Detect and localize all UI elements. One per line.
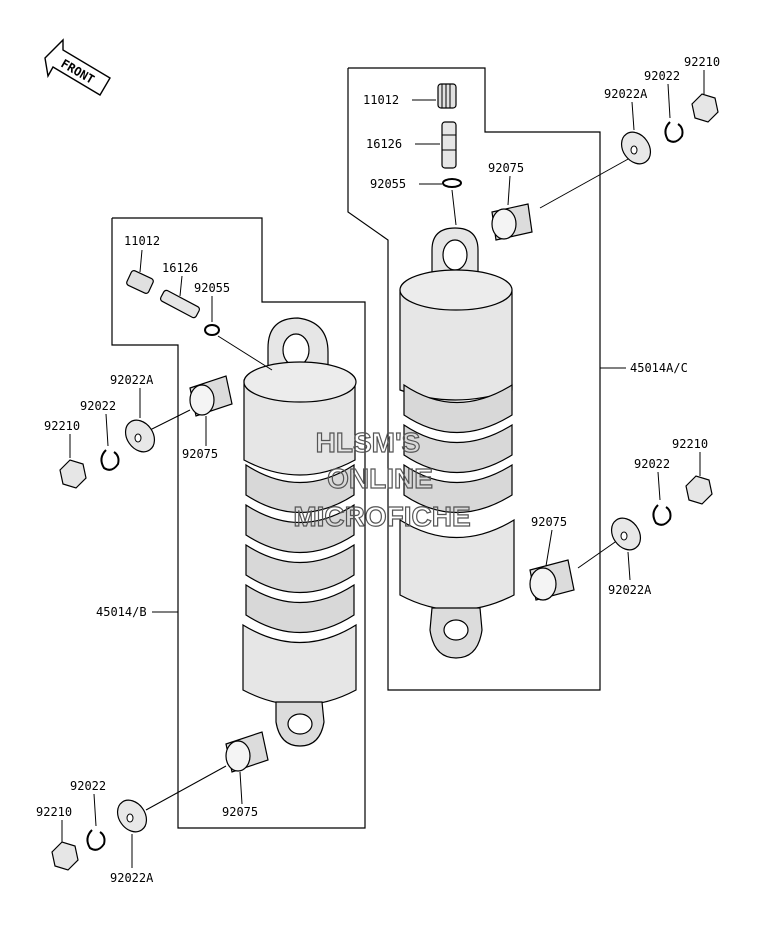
- right-lower-nut: [685, 475, 713, 505]
- right-upper-nut-label: 92210: [684, 55, 720, 69]
- svg-text:HLSM'S: HLSM'S: [316, 427, 421, 458]
- left-valve-label: 16126: [162, 261, 198, 275]
- left-upper-washer-label: 92022A: [110, 373, 154, 387]
- right-upper-washer: [620, 131, 652, 165]
- right-shock-absorber: [399, 227, 515, 659]
- right-valve-cap: [437, 83, 457, 109]
- watermark: HLSM'S ONLINE MICROFICHE: [293, 426, 472, 532]
- right-upper-lock-washer-label: 92022: [644, 69, 680, 83]
- left-assembly-frame: [111, 217, 366, 829]
- right-valve: [441, 121, 457, 169]
- right-lower-bushing: [529, 559, 575, 601]
- right-lower-washer-label: 92022A: [608, 583, 652, 597]
- svg-text:ONLINE: ONLINE: [327, 463, 433, 494]
- left-lower-washer-label: 92022A: [110, 871, 154, 885]
- right-o-ring: [442, 178, 462, 188]
- right-assembly-frame: [347, 67, 601, 691]
- left-upper-nut: [59, 459, 87, 489]
- front-arrow-icon: FRONT: [44, 38, 111, 96]
- left-upper-lock-washer-label: 92022: [80, 399, 116, 413]
- left-lower-lock-washer-label: 92022: [70, 779, 106, 793]
- left-upper-washer: [124, 419, 156, 453]
- left-lower-nut-label: 92210: [36, 805, 72, 819]
- right-upper-bushing-label: 92075: [488, 161, 524, 175]
- left-valve-cap: [126, 270, 154, 294]
- right-lower-lock-washer: [652, 504, 672, 526]
- left-lower-bushing-label: 92075: [222, 805, 258, 819]
- right-upper-washer-label: 92022A: [604, 87, 648, 101]
- right-o-ring-label: 92055: [370, 177, 406, 191]
- right-lower-bushing-label: 92075: [531, 515, 567, 529]
- right-lower-washer: [610, 517, 642, 551]
- left-upper-bushing: [189, 375, 233, 417]
- left-o-ring: [204, 324, 220, 336]
- right-lower-lock-washer-label: 92022: [634, 457, 670, 471]
- right-assembly-label: 45014A/C: [630, 361, 688, 375]
- right-valve-cap-label: 11012: [363, 93, 399, 107]
- left-valve: [159, 289, 201, 319]
- right-upper-bushing: [491, 203, 533, 241]
- left-valve-cap-label: 11012: [124, 234, 160, 248]
- left-lower-bushing: [225, 731, 269, 773]
- left-upper-lock-washer: [100, 449, 120, 471]
- left-o-ring-label: 92055: [194, 281, 230, 295]
- left-lower-lock-washer: [86, 829, 106, 851]
- right-valve-label: 16126: [366, 137, 402, 151]
- right-upper-lock-washer: [664, 121, 684, 143]
- left-shock-absorber: [242, 317, 357, 747]
- left-upper-nut-label: 92210: [44, 419, 80, 433]
- left-assembly-label: 45014/B: [96, 605, 147, 619]
- svg-text:MICROFICHE: MICROFICHE: [293, 501, 470, 532]
- right-lower-nut-label: 92210: [672, 437, 708, 451]
- left-lower-nut: [51, 841, 79, 871]
- left-upper-bushing-label: 92075: [182, 447, 218, 461]
- right-upper-nut: [691, 93, 719, 123]
- left-lower-washer: [116, 799, 148, 833]
